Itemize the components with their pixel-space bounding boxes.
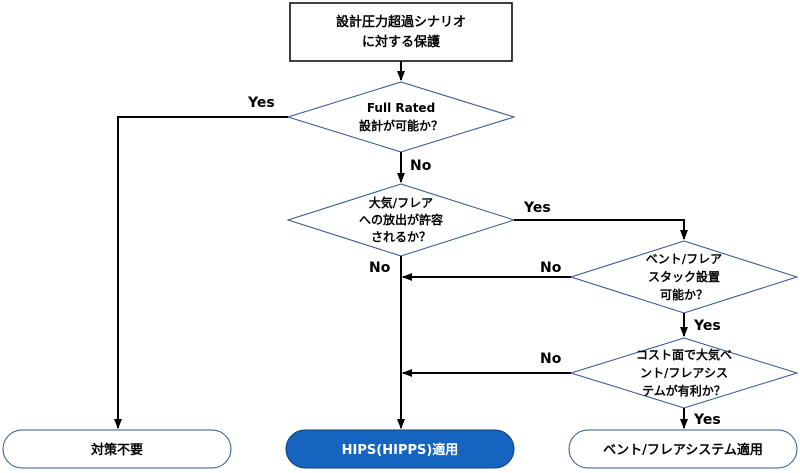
terminal-no-action-label: 対策不要 [90, 442, 143, 458]
full-rated-line-2: 設計が可能か？ [359, 118, 443, 133]
cost-line-3: テムが有利か？ [642, 383, 726, 398]
cost-line-1: コスト面で大気ベ [636, 347, 732, 362]
label-cost-no: No [540, 351, 562, 367]
label-cost-yes: Yes [693, 412, 721, 428]
decision-vent-stack: ベント/フレア スタック設置 可能か？ [569, 240, 799, 314]
label-atmospheric-yes: Yes [523, 200, 551, 216]
label-vent-stack-no: No [540, 260, 562, 276]
full-rated-line-1: Full Rated [367, 101, 435, 115]
decision-cost: コスト面で大気ベ ント/フレアシス テムが有利か？ [569, 337, 799, 409]
start-line-1: 設計圧力超過シナリオ [336, 14, 466, 30]
label-full-rated-yes: Yes [247, 95, 275, 111]
atmospheric-line-2: への放出が許容 [359, 212, 443, 227]
terminal-vent-system-label: ベント/フレアシステム適用 [603, 442, 763, 458]
label-full-rated-no: No [410, 158, 432, 174]
terminal-hips: HIPS(HIPPS)適用 [285, 429, 515, 469]
arrow-atmospheric-yes [514, 219, 688, 240]
start-line-2: に対する保護 [362, 34, 441, 50]
atmospheric-line-3: されるか？ [371, 230, 431, 244]
label-atmospheric-no: No [369, 260, 391, 276]
atmospheric-line-1: 大気/フレア [369, 195, 433, 210]
vent-stack-line-2: スタック設置 [648, 269, 720, 284]
terminal-no-action: 対策不要 [2, 429, 232, 469]
label-vent-stack-yes: Yes [693, 318, 721, 334]
cost-line-2: ント/フレアシス [640, 366, 728, 380]
start-box: 設計圧力超過シナリオ に対する保護 [289, 2, 513, 62]
vent-stack-line-1: ベント/フレア [646, 252, 722, 266]
decision-full-rated: Full Rated 設計が可能か？ [286, 81, 516, 153]
terminal-vent-system: ベント/フレアシステム適用 [568, 429, 798, 469]
terminal-hips-label: HIPS(HIPPS)適用 [342, 442, 459, 458]
vent-stack-line-3: 可能か？ [660, 287, 708, 302]
decision-atmospheric: 大気/フレア への放出が許容 されるか？ [286, 183, 516, 257]
arrow-full-rated-yes [114, 116, 288, 429]
